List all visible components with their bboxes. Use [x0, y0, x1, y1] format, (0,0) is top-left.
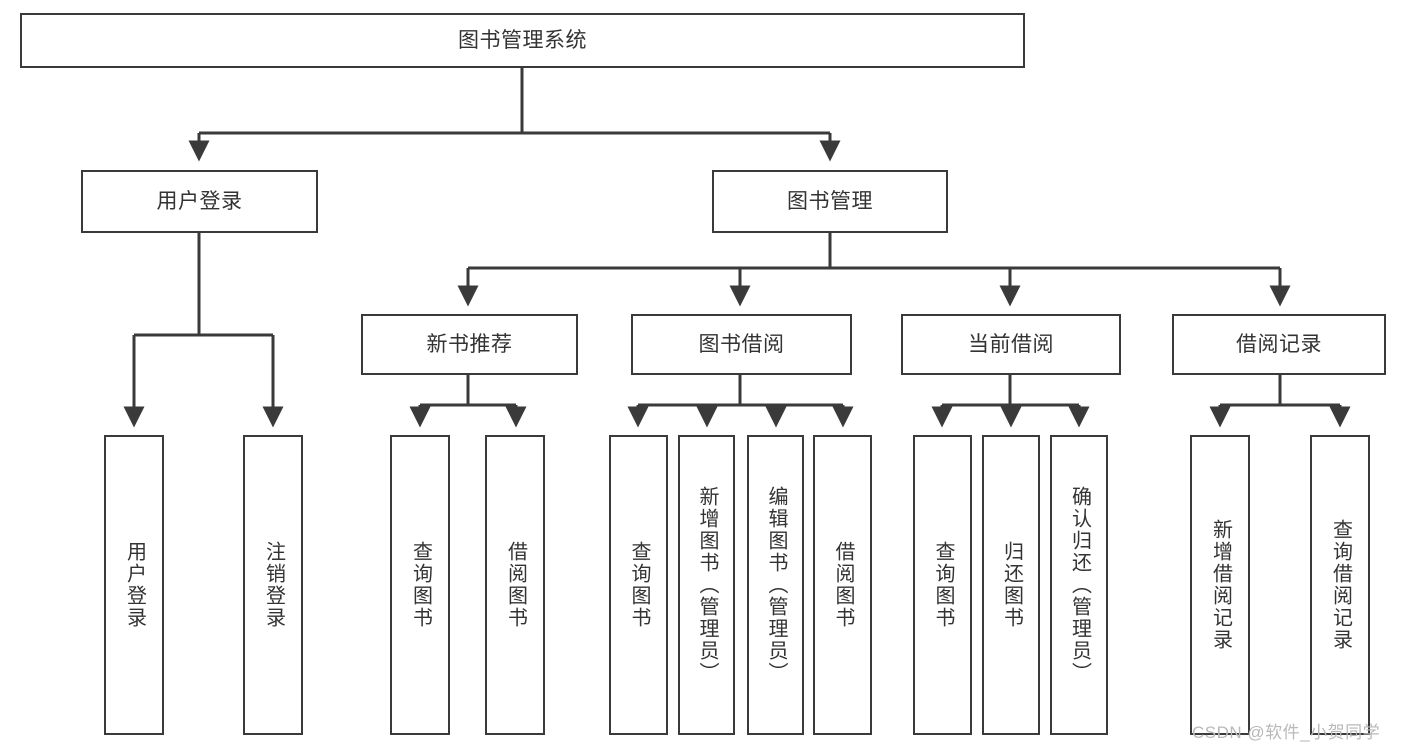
leaf-return-book[interactable]: 归还图书	[982, 435, 1040, 735]
leaf-logout[interactable]: 注销登录	[243, 435, 303, 735]
leaf-confirm-return[interactable]: 确认归还（管理员）	[1050, 435, 1108, 735]
node-new-book-rec-label: 新书推荐	[426, 332, 513, 356]
leaf-edit-book[interactable]: 编辑图书（管理员）	[747, 435, 804, 735]
leaf-user-login[interactable]: 用户登录	[104, 435, 164, 735]
leaf-add-record[interactable]: 新增借阅记录	[1190, 435, 1250, 735]
leaf-query-record[interactable]: 查询借阅记录	[1310, 435, 1370, 735]
node-user-login-label: 用户登录	[156, 189, 243, 213]
leaf-query-book-2-label: 查询图书	[628, 541, 650, 629]
node-book-manage[interactable]: 图书管理	[712, 170, 948, 233]
node-borrow-record[interactable]: 借阅记录	[1172, 314, 1386, 375]
leaf-edit-book-label: 编辑图书（管理员）	[765, 486, 787, 684]
leaf-borrow-book-1[interactable]: 借阅图书	[485, 435, 545, 735]
leaf-query-book-3-label: 查询图书	[932, 541, 954, 629]
node-current-borrow-label: 当前借阅	[968, 332, 1054, 356]
leaf-query-book-3[interactable]: 查询图书	[913, 435, 972, 735]
leaf-borrow-book-2[interactable]: 借阅图书	[813, 435, 872, 735]
leaf-confirm-return-label: 确认归还（管理员）	[1068, 486, 1091, 684]
node-book-borrow-label: 图书借阅	[698, 332, 785, 356]
leaf-query-record-label: 查询借阅记录	[1329, 519, 1352, 651]
leaf-query-book-1-label: 查询图书	[409, 541, 432, 629]
leaf-logout-label: 注销登录	[262, 541, 285, 629]
node-current-borrow[interactable]: 当前借阅	[901, 314, 1121, 375]
leaf-query-book-2[interactable]: 查询图书	[609, 435, 668, 735]
node-book-manage-label: 图书管理	[787, 189, 873, 213]
leaf-add-book[interactable]: 新增图书（管理员）	[678, 435, 735, 735]
leaf-query-book-1[interactable]: 查询图书	[390, 435, 450, 735]
node-new-book-rec[interactable]: 新书推荐	[361, 314, 578, 375]
leaf-user-login-label: 用户登录	[123, 541, 146, 629]
leaf-borrow-book-2-label: 借阅图书	[832, 541, 854, 629]
node-user-login[interactable]: 用户登录	[81, 170, 318, 233]
leaf-add-book-label: 新增图书（管理员）	[696, 486, 718, 684]
leaf-borrow-book-1-label: 借阅图书	[504, 541, 527, 629]
leaf-add-record-label: 新增借阅记录	[1209, 519, 1232, 651]
leaf-return-book-label: 归还图书	[1000, 541, 1023, 629]
node-root[interactable]: 图书管理系统	[20, 13, 1025, 68]
node-borrow-record-label: 借阅记录	[1236, 332, 1322, 356]
watermark: CSDN @软件_小贺同学	[1192, 723, 1381, 742]
node-book-borrow[interactable]: 图书借阅	[631, 314, 852, 375]
node-root-label: 图书管理系统	[458, 28, 587, 52]
